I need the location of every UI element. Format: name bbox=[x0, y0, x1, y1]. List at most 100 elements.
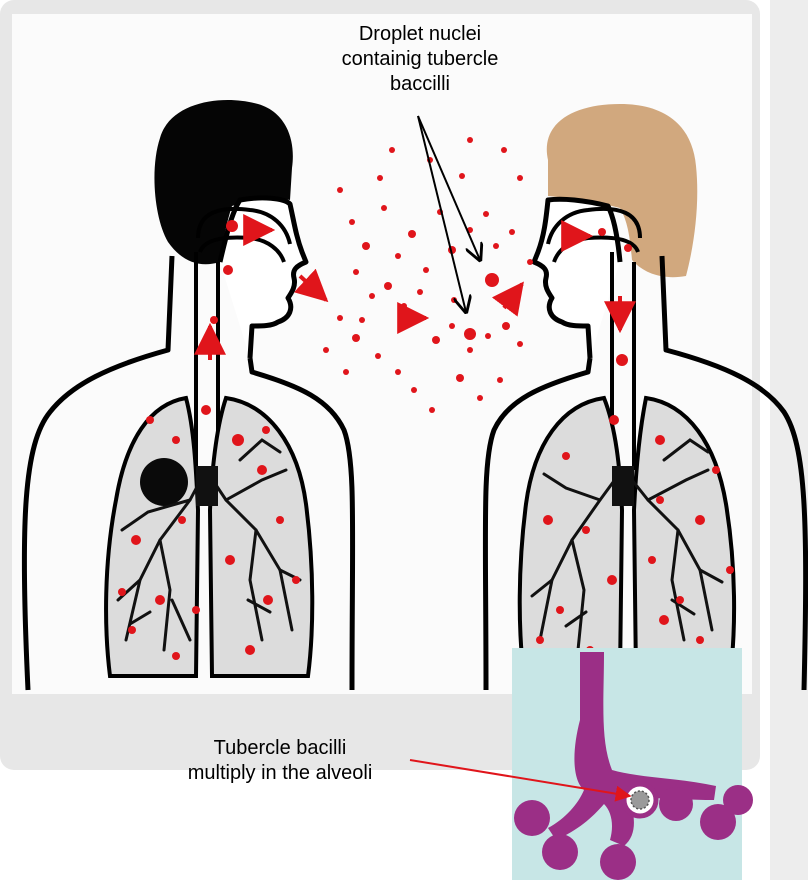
droplet-dot bbox=[192, 606, 200, 614]
droplet-dot bbox=[485, 333, 491, 339]
droplet-dot bbox=[172, 652, 180, 660]
droplet-dot bbox=[556, 606, 564, 614]
droplet-dot bbox=[201, 405, 211, 415]
right-carina bbox=[612, 466, 634, 506]
droplet-dot bbox=[429, 407, 435, 413]
droplet-dot bbox=[276, 516, 284, 524]
droplet-dot bbox=[226, 220, 238, 232]
droplet-dot bbox=[655, 435, 665, 445]
droplet-dot bbox=[362, 242, 370, 250]
droplet-dot bbox=[232, 434, 244, 446]
droplet-dot bbox=[477, 395, 483, 401]
droplet-dot bbox=[178, 516, 186, 524]
droplet-dot bbox=[536, 636, 544, 644]
droplet-nuclei-label: Droplet nuclei containig tubercle baccil… bbox=[260, 22, 580, 97]
droplet-dot bbox=[401, 303, 407, 309]
droplet-dot bbox=[712, 466, 720, 474]
droplet-dot bbox=[456, 374, 464, 382]
left-carina bbox=[196, 466, 218, 506]
droplet-dot bbox=[696, 636, 704, 644]
droplet-dot bbox=[598, 228, 606, 236]
left-lung-cavity bbox=[140, 458, 188, 506]
droplet-dot bbox=[656, 496, 664, 504]
alveolus bbox=[514, 800, 550, 836]
droplet-dot bbox=[517, 175, 523, 181]
droplet-dot bbox=[389, 147, 395, 153]
droplet-dot bbox=[502, 322, 510, 330]
droplet-dot bbox=[131, 535, 141, 545]
droplet-dot bbox=[384, 282, 392, 290]
droplet-dot bbox=[359, 317, 365, 323]
droplet-dot bbox=[695, 515, 705, 525]
droplet-dot bbox=[155, 595, 165, 605]
droplet-dot bbox=[449, 323, 455, 329]
droplet-dot bbox=[527, 259, 533, 265]
droplet-label-line-2: containig tubercle bbox=[260, 47, 580, 72]
droplet-dot bbox=[411, 387, 417, 393]
droplet-dot bbox=[616, 354, 628, 366]
alveoli-inset bbox=[512, 648, 753, 880]
droplet-dot bbox=[501, 147, 507, 153]
alveolus bbox=[542, 834, 578, 870]
droplet-dot bbox=[377, 175, 383, 181]
bacilli-cluster bbox=[631, 791, 649, 809]
droplet-dot bbox=[607, 575, 617, 585]
droplet-dot bbox=[210, 316, 218, 324]
alveolus bbox=[600, 844, 636, 880]
droplet-dot bbox=[467, 137, 473, 143]
bacilli-multiply-label: Tubercle bacilli multiply in the alveoli bbox=[130, 736, 430, 786]
droplet-dot bbox=[464, 328, 476, 340]
droplet-dot bbox=[352, 334, 360, 342]
droplet-dot bbox=[395, 369, 401, 375]
droplet-dot bbox=[263, 595, 273, 605]
droplet-dot bbox=[146, 416, 154, 424]
droplet-label-line-1: Droplet nuclei bbox=[260, 22, 580, 47]
droplet-dot bbox=[485, 273, 499, 287]
multiply-label-line-1: Tubercle bacilli bbox=[130, 736, 430, 761]
droplet-dot bbox=[582, 526, 590, 534]
droplet-dot bbox=[517, 341, 523, 347]
droplet-dot bbox=[423, 267, 429, 273]
droplet-dot bbox=[262, 426, 270, 434]
droplet-dot bbox=[659, 615, 669, 625]
droplet-dot bbox=[292, 576, 300, 584]
droplet-dot bbox=[323, 347, 329, 353]
droplet-dot bbox=[223, 265, 233, 275]
droplet-label-line-3: baccilli bbox=[260, 72, 580, 97]
droplet-dot bbox=[609, 415, 619, 425]
droplet-dot bbox=[349, 219, 355, 225]
droplet-dot bbox=[245, 645, 255, 655]
droplet-dot bbox=[417, 289, 423, 295]
droplet-dot bbox=[497, 377, 503, 383]
droplet-dot bbox=[353, 269, 359, 275]
slide-panel-right bbox=[770, 0, 808, 880]
multiply-label-line-2: multiply in the alveoli bbox=[130, 761, 430, 786]
droplet-dot bbox=[451, 297, 457, 303]
droplet-dot bbox=[375, 353, 381, 359]
droplet-dot bbox=[337, 187, 343, 193]
droplet-dot bbox=[676, 596, 684, 604]
droplet-dot bbox=[648, 556, 656, 564]
droplet-dot bbox=[562, 452, 570, 460]
droplet-dot bbox=[726, 566, 734, 574]
droplet-dot bbox=[369, 293, 375, 299]
droplet-dot bbox=[395, 253, 401, 259]
droplet-dot bbox=[459, 173, 465, 179]
droplet-dot bbox=[543, 515, 553, 525]
alveolus bbox=[723, 785, 753, 815]
droplet-dot bbox=[128, 626, 136, 634]
alveolus bbox=[659, 787, 693, 821]
droplet-dot bbox=[483, 211, 489, 217]
droplet-dot bbox=[493, 243, 499, 249]
droplet-dot bbox=[509, 229, 515, 235]
droplet-dot bbox=[343, 369, 349, 375]
droplet-dot bbox=[337, 315, 343, 321]
droplet-dot bbox=[118, 588, 126, 596]
droplet-dot bbox=[624, 244, 632, 252]
droplet-dot bbox=[257, 465, 267, 475]
droplet-dot bbox=[408, 230, 416, 238]
droplet-dot bbox=[172, 436, 180, 444]
droplet-dot bbox=[467, 347, 473, 353]
droplet-dot bbox=[225, 555, 235, 565]
droplet-dot bbox=[381, 205, 387, 211]
